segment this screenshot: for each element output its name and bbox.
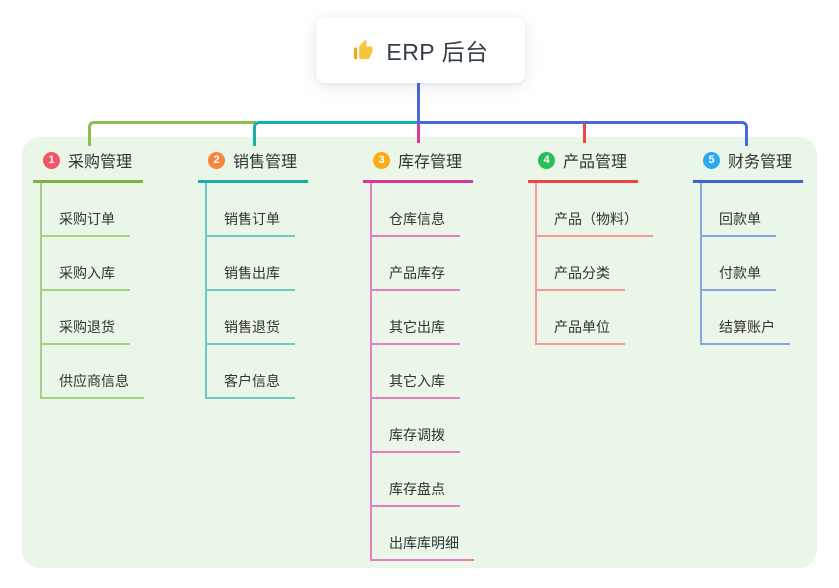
child-node[interactable]: 产品分类 [537,263,625,291]
child-node[interactable]: 其它入库 [372,371,460,399]
root-connector-line [417,83,420,124]
branch-label: 财务管理 [728,154,793,171]
connector-branch-1 [88,121,256,146]
branch-children: 仓库信息产品库存其它出库其它入库库存调拨库存盘点出库库明细 [370,183,474,561]
child-node[interactable]: 库存调拨 [372,425,460,453]
child-row: 产品分类 [537,237,653,291]
branch-badge: 5 [703,151,720,169]
branch-node-4[interactable]: 4 产品管理 [528,143,638,183]
child-row: 回款单 [702,183,790,237]
branch-badge: 2 [208,151,225,169]
branch-label: 产品管理 [563,154,628,171]
child-node[interactable]: 其它出库 [372,317,460,345]
child-row: 客户信息 [207,345,295,399]
root-label: ERP 后台 [386,39,489,65]
branch-label: 库存管理 [398,154,463,171]
child-row: 出库库明细 [372,507,474,561]
child-node[interactable]: 付款单 [702,263,776,291]
branch-column-4: 4 产品管理产品（物料） 产品分类产品单位 [528,143,653,345]
branch-children: 产品（物料） 产品分类产品单位 [535,183,653,345]
child-row: 采购订单 [42,183,144,237]
child-row: 采购退货 [42,291,144,345]
branch-column-3: 3 库存管理仓库信息产品库存其它出库其它入库库存调拨库存盘点出库库明细 [363,143,474,561]
child-row: 其它出库 [372,291,474,345]
branch-column-1: 1 采购管理采购订单采购入库采购退货供应商信息 [33,143,144,399]
child-node[interactable]: 产品库存 [372,263,460,291]
child-row: 产品（物料） [537,183,653,237]
child-row: 仓库信息 [372,183,474,237]
child-node[interactable]: 销售订单 [207,209,295,237]
child-node[interactable]: 采购退货 [42,317,130,345]
child-row: 付款单 [702,237,790,291]
child-row: 销售退货 [207,291,295,345]
branch-node-5[interactable]: 5 财务管理 [693,143,803,183]
branch-badge: 3 [373,151,390,169]
child-row: 其它入库 [372,345,474,399]
child-node[interactable]: 产品单位 [537,317,625,345]
root-node[interactable]: ERP 后台 [316,17,525,83]
child-node[interactable]: 供应商信息 [42,371,144,399]
branch-label: 采购管理 [68,154,133,171]
mindmap-canvas [22,137,817,568]
child-node[interactable]: 采购入库 [42,263,130,291]
child-row: 结算账户 [702,291,790,345]
child-node[interactable]: 库存盘点 [372,479,460,507]
connector-branch-3 [417,124,420,143]
child-node[interactable]: 回款单 [702,209,776,237]
branch-children: 回款单付款单结算账户 [700,183,790,345]
child-node[interactable]: 仓库信息 [372,209,460,237]
child-node[interactable]: 出库库明细 [372,533,474,561]
branch-badge: 1 [43,151,60,169]
child-node[interactable]: 结算账户 [702,317,790,345]
child-node[interactable]: 销售出库 [207,263,295,291]
branch-children: 销售订单销售出库销售退货客户信息 [205,183,295,399]
child-node[interactable]: 销售退货 [207,317,295,345]
child-row: 销售出库 [207,237,295,291]
child-node[interactable]: 产品（物料） [537,209,653,237]
child-node[interactable]: 采购订单 [42,209,130,237]
branch-node-3[interactable]: 3 库存管理 [363,143,473,183]
branch-children: 采购订单采购入库采购退货供应商信息 [40,183,144,399]
child-row: 销售订单 [207,183,295,237]
child-row: 产品库存 [372,237,474,291]
connector-branch-2 [253,121,418,146]
child-node[interactable]: 客户信息 [207,371,295,399]
branch-badge: 4 [538,151,555,169]
child-row: 采购入库 [42,237,144,291]
connector-branch-5 [417,121,748,146]
child-row: 库存盘点 [372,453,474,507]
child-row: 供应商信息 [42,345,144,399]
child-row: 产品单位 [537,291,653,345]
branch-node-1[interactable]: 1 采购管理 [33,143,143,183]
thumbs-up-icon [352,39,375,62]
child-row: 库存调拨 [372,399,474,453]
branch-label: 销售管理 [233,154,298,171]
connector-branch-4 [583,123,586,143]
branch-column-5: 5 财务管理回款单付款单结算账户 [693,143,803,345]
branch-node-2[interactable]: 2 销售管理 [198,143,308,183]
branch-column-2: 2 销售管理销售订单销售出库销售退货客户信息 [198,143,308,399]
